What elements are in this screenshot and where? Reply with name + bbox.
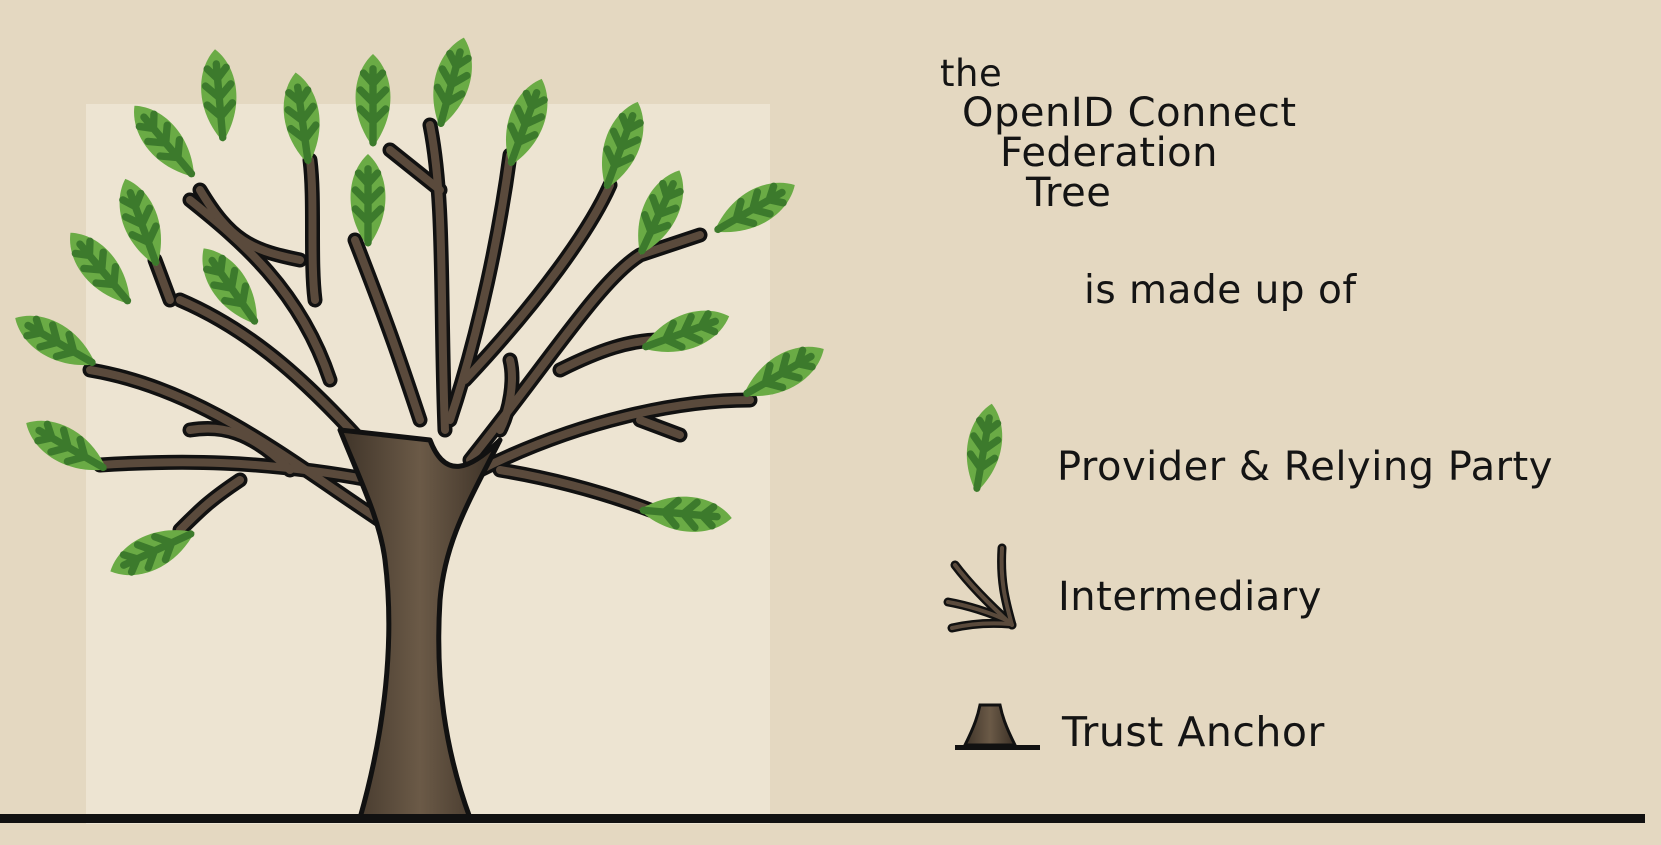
legend-leaf-icon <box>960 401 1009 495</box>
subtitle: is made up of <box>1084 268 1357 313</box>
title-line-1: the <box>940 52 1003 95</box>
title-line-2: OpenID Connect <box>962 90 1297 136</box>
legend-trunk-icon <box>955 703 1040 750</box>
legend-branch-icon <box>943 543 1017 633</box>
title-line-3: Federation <box>1000 130 1219 176</box>
ground-line <box>0 814 1645 823</box>
tree-branches <box>82 117 758 548</box>
legend-label-trust-anchor: Trust Anchor <box>1062 708 1325 756</box>
legend-label-intermediary: Intermediary <box>1058 574 1322 620</box>
tree-trunk <box>337 427 503 821</box>
title-line-4: Tree <box>1026 170 1112 216</box>
legend-label-provider: Provider & Relying Party <box>1057 444 1553 490</box>
